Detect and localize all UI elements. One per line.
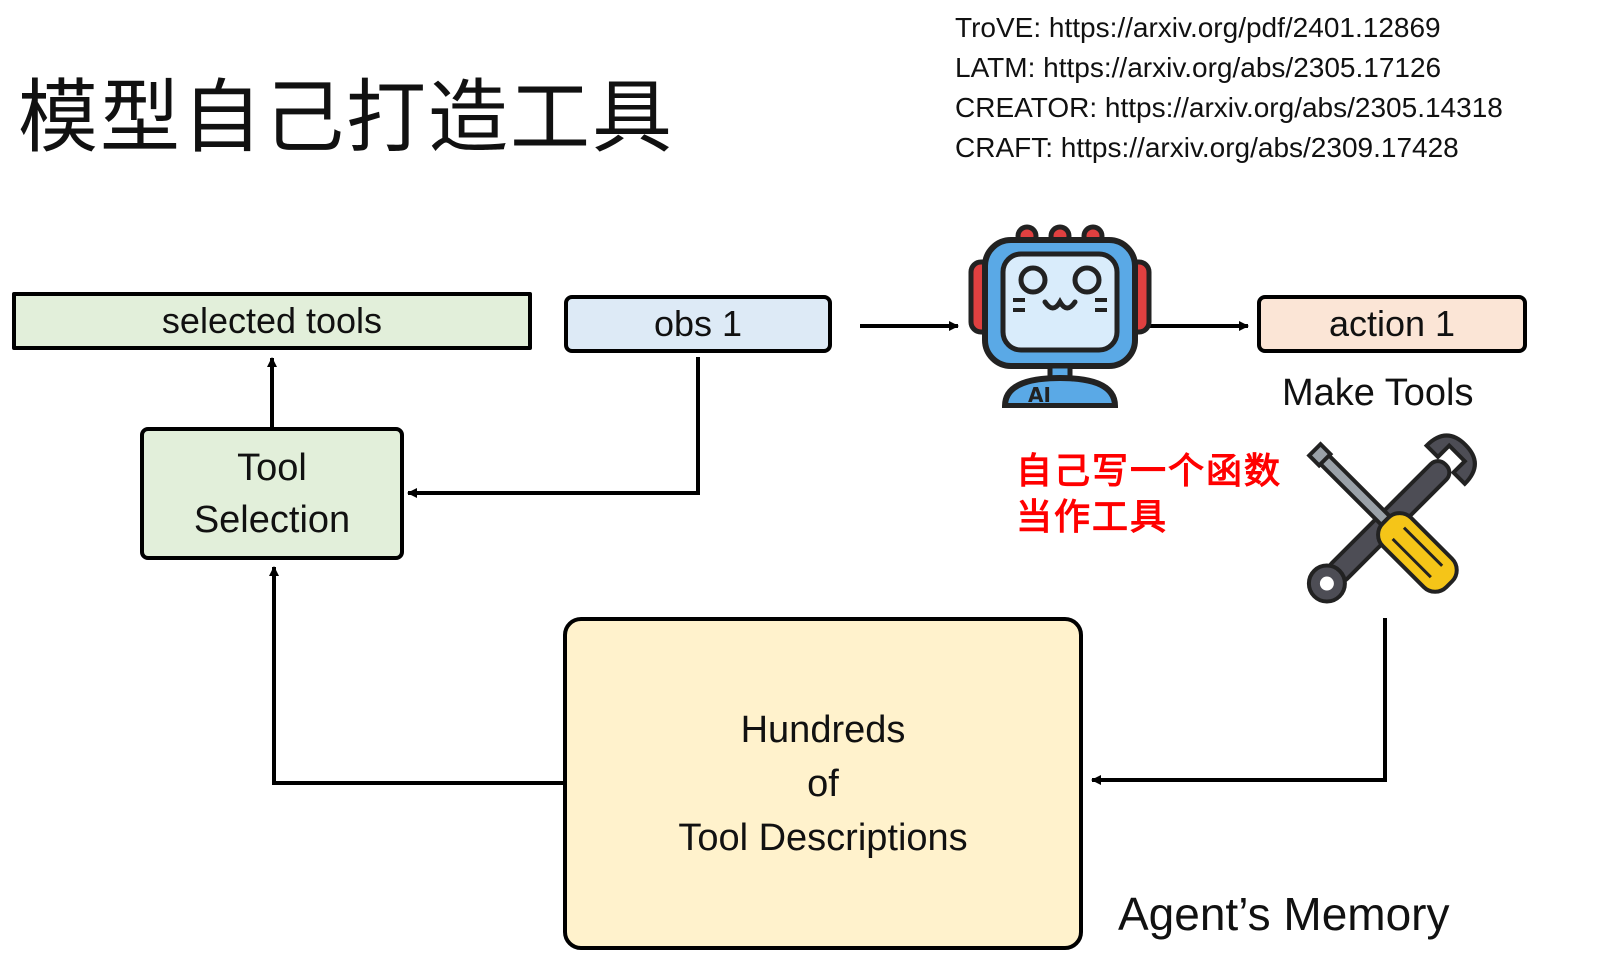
tool-selection-box: Tool Selection (140, 427, 404, 560)
reference-creator: CREATOR: https://arxiv.org/abs/2305.1431… (955, 92, 1503, 123)
page-title: 模型自己打造工具 (18, 71, 674, 164)
robot-badge-text: AI (1028, 383, 1051, 407)
action-label: action 1 (1328, 303, 1456, 344)
agent-memory-label: Agent’s Memory (1118, 888, 1450, 940)
memory-line-2: of (807, 762, 839, 805)
reference-craft: CRAFT: https://arxiv.org/abs/2309.17428 (955, 132, 1459, 163)
arrow-obs-to-selection (407, 357, 700, 498)
action-box: action 1 (1257, 295, 1527, 353)
arrow-tools-to-memory (1091, 618, 1387, 785)
red-annotation-line-1: 自己写一个函数 (1016, 450, 1283, 491)
make-tools-label: Make Tools (1282, 372, 1474, 414)
reference-list: TroVE: https://arxiv.org/pdf/2401.12869 … (955, 8, 1503, 168)
tool-selection-line-1: Tool (237, 446, 307, 489)
red-annotation-line-2: 当作工具 (1016, 496, 1169, 537)
memory-line-3: Tool Descriptions (678, 816, 968, 859)
reference-latm: LATM: https://arxiv.org/abs/2305.17126 (955, 52, 1442, 83)
selected-tools-label: selected tools (161, 300, 383, 341)
observation-label: obs 1 (653, 303, 743, 344)
robot-ai-icon: AI (968, 224, 1152, 408)
memory-line-1: Hundreds (740, 708, 906, 751)
tool-descriptions-box: Hundreds of Tool Descriptions (563, 617, 1083, 950)
selected-tools-box: selected tools (12, 292, 532, 350)
arrow-memory-to-selection (269, 566, 563, 785)
red-annotation: 自己写一个函数 当作工具 (1016, 448, 1282, 540)
wrench-screwdriver-icon (1306, 433, 1477, 604)
tool-selection-line-2: Selection (193, 498, 351, 541)
observation-box: obs 1 (564, 295, 832, 353)
reference-trove: TroVE: https://arxiv.org/pdf/2401.12869 (955, 12, 1441, 43)
